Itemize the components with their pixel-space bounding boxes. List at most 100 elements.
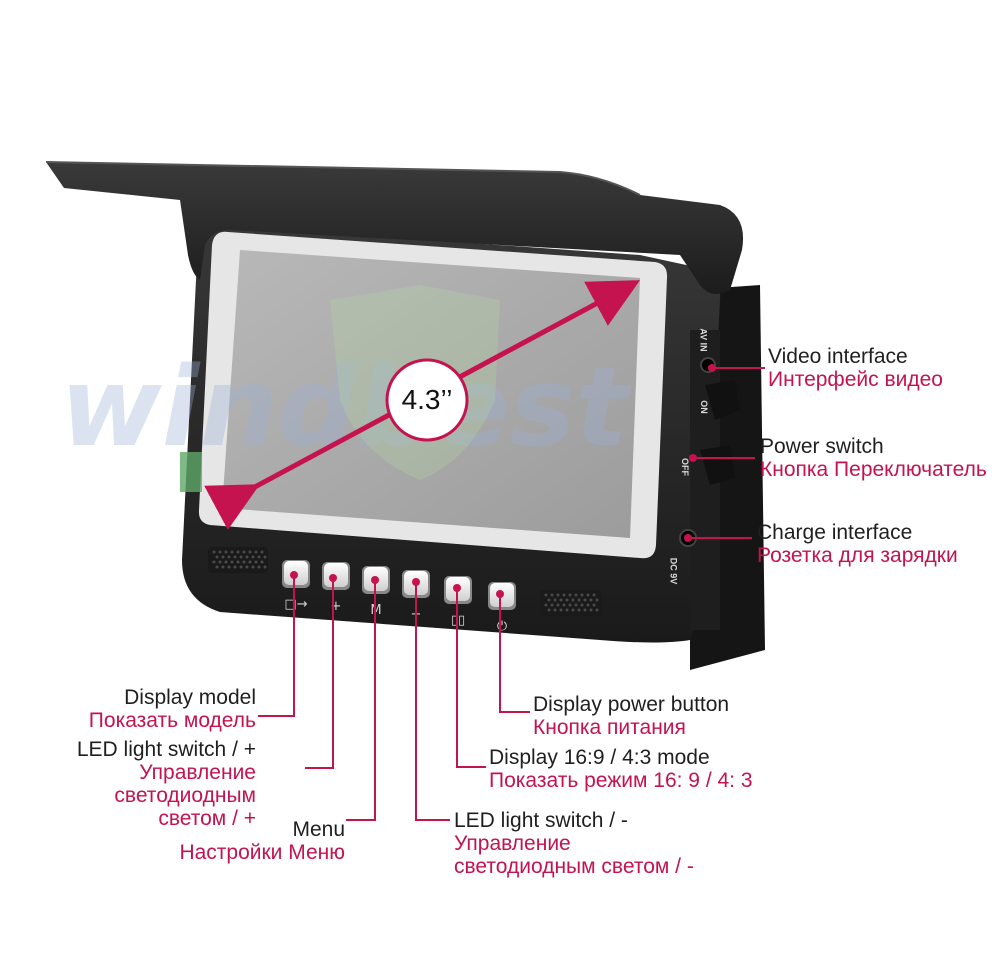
grille-hole — [242, 560, 246, 564]
grille-hole — [212, 560, 216, 564]
callout-aspect-mode: Display 16:9 / 4:3 mode Показать режим 1… — [489, 746, 753, 792]
power-button-ru: Кнопка питания — [533, 716, 686, 739]
grille-hole — [224, 560, 228, 564]
led-minus-ru-1: Управление — [454, 832, 571, 855]
grille-hole — [215, 555, 219, 559]
grille-hole — [227, 565, 231, 569]
sun-visor — [46, 162, 744, 294]
display-model-glyph: □→ — [284, 597, 307, 612]
grille-hole — [263, 565, 267, 569]
grille-hole — [239, 555, 243, 559]
grille-hole — [251, 565, 255, 569]
led-plus-ru-2: светодиодным — [114, 784, 256, 807]
grille-hole — [547, 608, 551, 612]
callout-led-minus: LED light switch / - Управление светодио… — [454, 809, 694, 878]
charge-interface-ru: Розетка для зарядки — [757, 544, 958, 567]
grille-hole — [263, 555, 267, 559]
led-minus-ru-2: светодиодным светом / - — [454, 855, 694, 878]
grille-hole — [242, 550, 246, 554]
menu-ru: Настройки Меню — [179, 841, 345, 864]
grille-hole — [212, 550, 216, 554]
grille-hole — [245, 565, 249, 569]
diagonal-badge — [385, 358, 469, 442]
charge-interface-en: Charge interface — [757, 521, 913, 544]
grille-hole — [248, 550, 252, 554]
grille-hole — [257, 555, 261, 559]
led-plus-ru-3: светом / + — [158, 807, 256, 830]
display-model-button[interactable]: □→ — [282, 560, 310, 612]
grille-hole — [589, 598, 593, 602]
led-plus-ru-1: Управление — [139, 761, 256, 784]
grille-hole — [254, 560, 258, 564]
callout-led-plus: LED light switch / + Управление светодио… — [77, 738, 256, 830]
grille-hole — [553, 598, 557, 602]
grille-hole — [218, 560, 222, 564]
led-minus-en: LED light switch / - — [454, 809, 628, 832]
callout-power-button: Display power button Кнопка питания — [533, 693, 729, 739]
grille-hole — [553, 608, 557, 612]
grille-hole — [592, 593, 596, 597]
grille-hole — [586, 593, 590, 597]
grille-hole — [586, 603, 590, 607]
callout-power-switch: Power switch Кнопка Переключатель — [760, 435, 987, 481]
grille-hole — [571, 598, 575, 602]
grille-hole — [595, 608, 599, 612]
callout-lines — [258, 364, 765, 821]
callout-charge-interface: Charge interface Розетка для зарядки — [757, 521, 958, 567]
grille-hole — [544, 593, 548, 597]
grille-hole — [583, 598, 587, 602]
grille-hole — [260, 550, 264, 554]
visor-top-edge — [45, 161, 641, 196]
grille-hole — [218, 550, 222, 554]
grille-hole — [254, 550, 258, 554]
grille-hole — [221, 555, 225, 559]
led-plus-glyph: + — [331, 599, 342, 614]
video-interface-en: Video interface — [768, 345, 908, 368]
grille-hole — [589, 608, 593, 612]
power-switch-lever-bottom — [700, 445, 735, 485]
grille-hole — [562, 603, 566, 607]
grille-hole — [245, 555, 249, 559]
video-interface-ru: Интерфейс видео — [768, 368, 943, 391]
grille-hole — [547, 598, 551, 602]
grille-hole — [550, 593, 554, 597]
grille-hole — [236, 560, 240, 564]
grille-hole — [236, 550, 240, 554]
diagonal-size-label: 4.3’’ — [401, 384, 453, 415]
grille-hole — [577, 608, 581, 612]
grille-hole — [544, 603, 548, 607]
dc-label: DC 9V — [668, 557, 679, 585]
callout-video-interface: Video interface Интерфейс видео — [768, 345, 943, 391]
grille-hole — [233, 555, 237, 559]
grille-hole — [571, 608, 575, 612]
aspect-mode-en: Display 16:9 / 4:3 mode — [489, 746, 710, 769]
off-label: OFF — [680, 458, 690, 476]
menu-en: Menu — [292, 818, 345, 841]
grille-hole — [550, 603, 554, 607]
grille-hole — [595, 598, 599, 602]
grille-hole — [559, 608, 563, 612]
grille-hole — [565, 608, 569, 612]
grille-hole — [227, 555, 231, 559]
power-switch-lever-top — [705, 380, 740, 420]
grille-hole — [230, 560, 234, 564]
grille-hole — [221, 565, 225, 569]
grille-hole — [574, 603, 578, 607]
grille-hole — [230, 550, 234, 554]
callout-menu: Menu Настройки Меню — [179, 818, 345, 864]
power-switch-ru: Кнопка Переключатель — [760, 458, 987, 481]
aspect-mode-ru: Показать режим 16: 9 / 4: 3 — [489, 769, 753, 792]
grille-hole — [257, 565, 261, 569]
grille-hole — [574, 593, 578, 597]
grille-hole — [592, 603, 596, 607]
grille-hole — [233, 565, 237, 569]
grille-hole — [580, 593, 584, 597]
grille-hole — [568, 603, 572, 607]
power-glyph: ⏻ — [497, 619, 507, 634]
power-switch-en: Power switch — [760, 435, 884, 458]
screen-tab — [180, 452, 202, 492]
grille-hole — [215, 565, 219, 569]
grille-hole — [577, 598, 581, 602]
on-label: ON — [698, 400, 709, 414]
